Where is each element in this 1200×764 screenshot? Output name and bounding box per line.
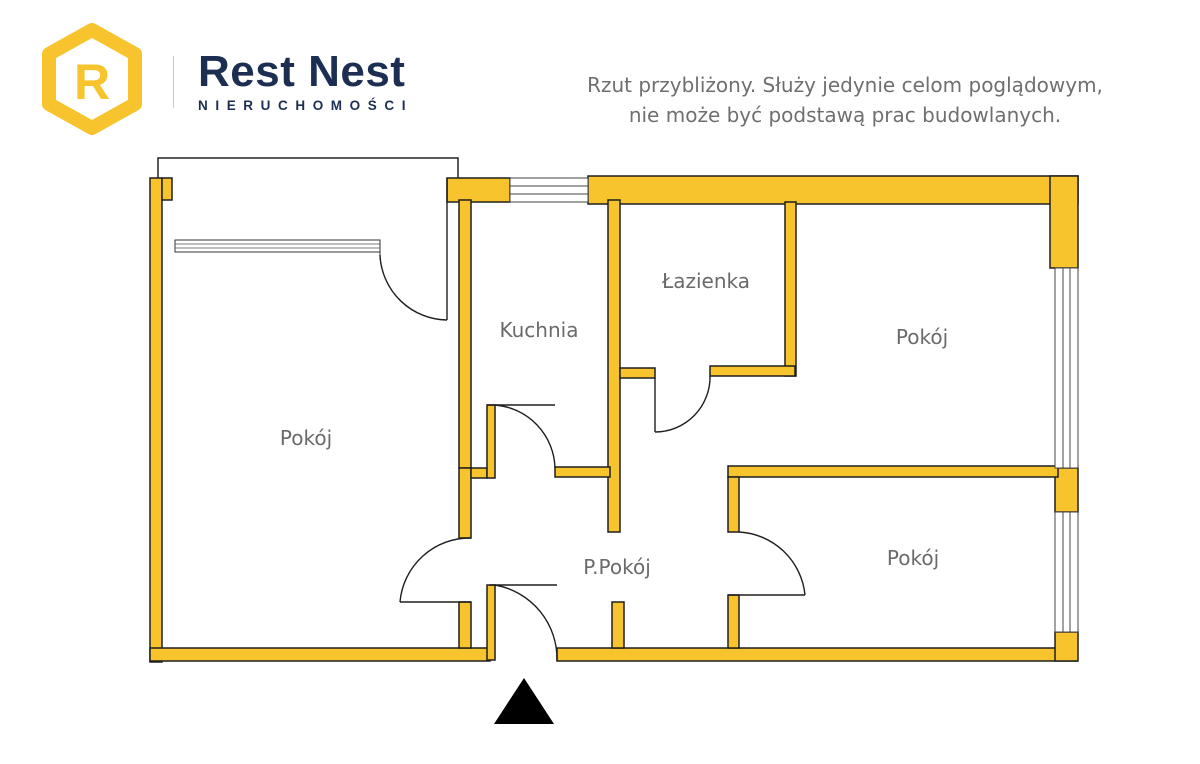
wall-stub-top-left [161, 177, 173, 201]
walls [149, 175, 1079, 663]
logo-letter: R [74, 54, 110, 110]
wall-hall-post-entry [486, 584, 496, 661]
wall-bottom-room-left [727, 476, 740, 533]
wall-left-room-hall [458, 467, 472, 539]
brand-divider [173, 56, 174, 108]
brand-subtitle: NIERUCHOMOŚCI [198, 98, 414, 113]
wall-outer-top-mid [446, 177, 511, 203]
hexagon-r-logo-icon: R [42, 23, 142, 135]
wall-hall-stub-bottom [611, 601, 625, 649]
doors [379, 178, 806, 662]
wall-left-room-hall-low [458, 601, 472, 649]
disclaimer-line-2: nie może być podstawą prac budowlanych. [628, 103, 1062, 127]
disclaimer: Rzut przybliżony. Służy jedynie celom po… [540, 70, 1150, 130]
windows [509, 177, 1079, 633]
wall-hall-post-left [486, 404, 496, 479]
wall-corner-top-right [1049, 175, 1079, 269]
room-label-kuchnia: Kuchnia [500, 318, 579, 342]
wall-hall-stub-left [470, 467, 488, 479]
wall-bottom-room-left-low [727, 594, 740, 649]
window-kitchen [509, 177, 589, 203]
wall-outer-bottom-right [556, 647, 1078, 662]
wall-outer-left [149, 177, 163, 663]
room-label-pokoj-left: Pokój [280, 426, 332, 450]
brand-name: Rest Nest [198, 47, 406, 96]
wall-kitchen-right [607, 199, 621, 533]
room-label-pokoj-bottom-right: Pokój [887, 546, 939, 570]
wall-bathroom-bottom-left [619, 367, 656, 379]
brand-block: Rest Nest NIERUCHOMOŚCI [198, 47, 414, 114]
wall-between-right-rooms [727, 465, 1059, 478]
wall-bathroom-bottom-right [709, 365, 796, 377]
wall-outer-top-right [587, 175, 1079, 205]
wall-outer-bottom-left [149, 647, 491, 662]
room-label-lazienka: Łazienka [661, 269, 750, 293]
triangle-up-icon [494, 678, 554, 724]
room-label-przedpokoj: P.Pokój [583, 555, 651, 579]
wall-kitchen-bottom [554, 466, 611, 478]
wall-right-bottom [1054, 631, 1079, 662]
window-right-top [1054, 267, 1079, 469]
window-right-bottom [1054, 511, 1079, 633]
wall-bathroom-right [784, 201, 797, 377]
disclaimer-line-1: Rzut przybliżony. Służy jedynie celom po… [587, 73, 1103, 97]
balcony [157, 157, 459, 260]
wall-left-room-kitchen [458, 199, 472, 469]
room-label-pokoj-top-right: Pokój [896, 325, 948, 349]
